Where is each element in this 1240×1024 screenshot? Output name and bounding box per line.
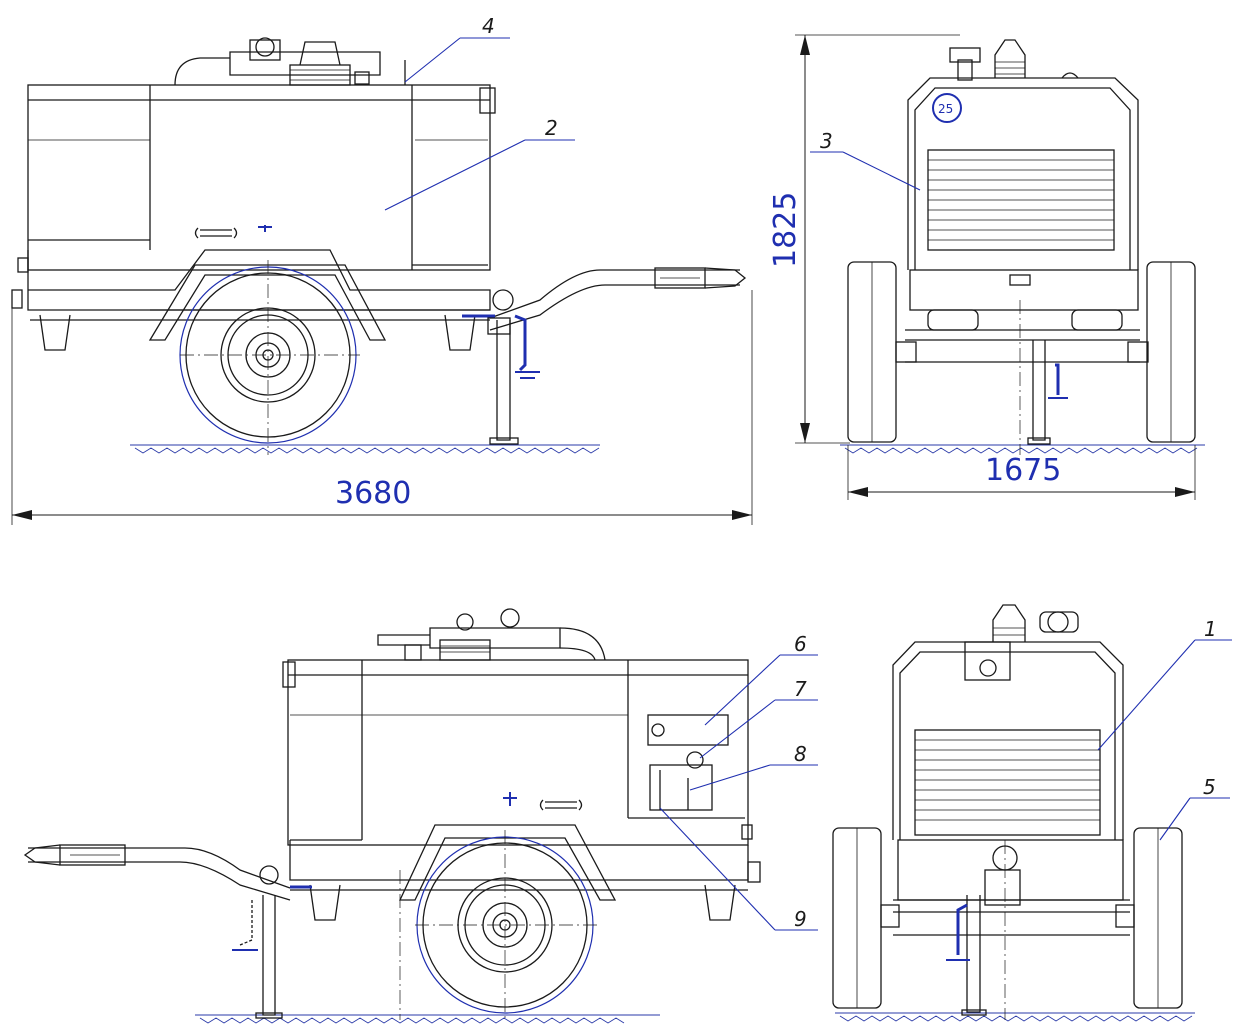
- callout-6-label: 6: [794, 632, 807, 656]
- rear-view: [832, 604, 1195, 1022]
- callout-3-label: 3: [820, 129, 833, 153]
- dimension-track: 1675: [847, 445, 1196, 500]
- callout-5-label: 5: [1203, 775, 1216, 799]
- compressor-body-right: [287, 659, 749, 846]
- callout-9: 9: [659, 807, 818, 931]
- compressor-body: [27, 84, 491, 271]
- callout-9-label: 9: [794, 907, 807, 931]
- ground-line: [130, 444, 600, 454]
- front-view: 25: [840, 39, 1205, 455]
- callout-5: 5: [1159, 775, 1230, 841]
- callout-1: 1: [1097, 617, 1232, 751]
- callout-3: 3: [810, 129, 921, 191]
- side-view-left: [11, 37, 753, 525]
- callout-7-label: 7: [794, 677, 807, 701]
- callout-8: 8: [689, 742, 818, 791]
- length-dimension-label: 3680: [335, 476, 411, 511]
- dimension-height: 1825: [768, 34, 960, 444]
- badge-circle: [932, 93, 962, 123]
- callout-2-label: 2: [545, 116, 558, 140]
- callout-6: 6: [704, 632, 818, 726]
- front-grille: [928, 159, 1114, 241]
- callout-2: 2: [384, 116, 575, 211]
- wheel-left-view: [179, 260, 360, 455]
- side-view-right: [23, 608, 761, 1024]
- rear-grille: [915, 739, 1100, 821]
- rear-wheels: [832, 827, 1183, 1009]
- badge-text: 25: [938, 102, 953, 116]
- wheel-right-view: [415, 830, 600, 1020]
- callout-8-label: 8: [794, 742, 807, 766]
- height-dimension-label: 1825: [768, 192, 803, 268]
- track-dimension-label: 1675: [985, 453, 1061, 488]
- callout-1-label: 1: [1204, 617, 1217, 641]
- callout-4-label: 4: [482, 14, 495, 38]
- dimension-length: 3680: [11, 290, 752, 525]
- control-panel: [647, 714, 729, 811]
- callout-4: 4: [404, 14, 510, 83]
- callout-7: 7: [699, 677, 818, 759]
- front-wheels: [847, 261, 1196, 443]
